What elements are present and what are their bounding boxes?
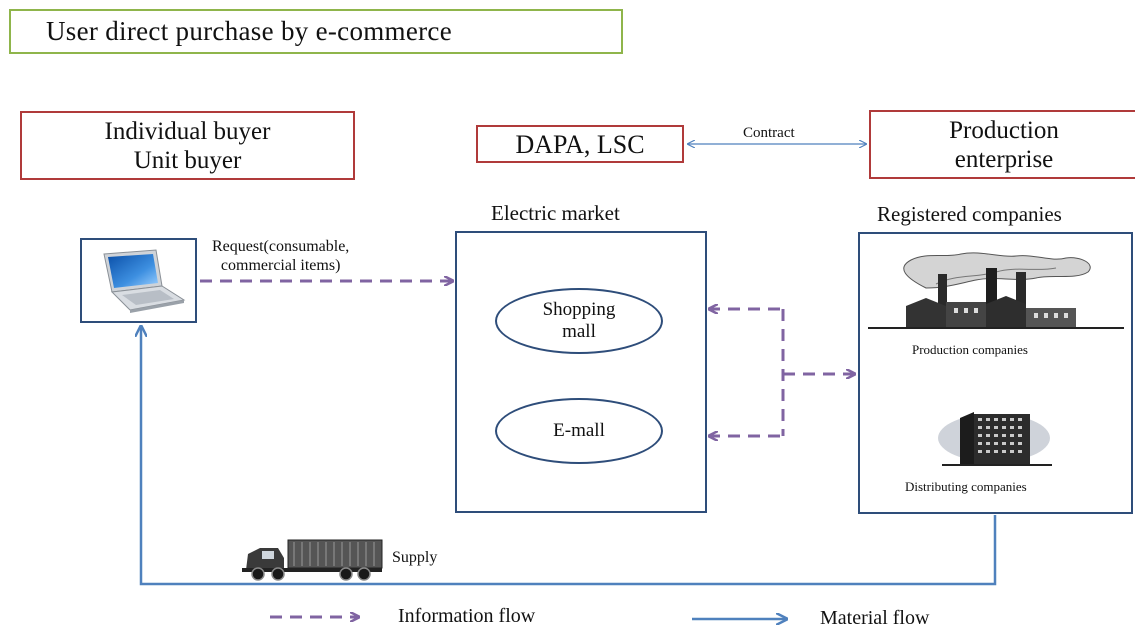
buyer-laptop-box: [80, 238, 197, 323]
production-enterprise-line1: Production: [949, 116, 1059, 144]
contract-label: Contract: [743, 125, 795, 141]
supply-material-arrow: [141, 327, 997, 586]
request-line2: commercial items): [220, 257, 341, 274]
legend-information-flow-label: Information flow: [398, 605, 536, 627]
e-mall-node: E-mall: [495, 398, 663, 464]
dapa-box: DAPA, LSC: [476, 125, 684, 163]
buyer-box: Individual buyer Unit buyer: [20, 111, 355, 180]
diagram-title: User direct purchase by e-commerce: [9, 9, 623, 54]
laptop-icon: [103, 249, 186, 313]
electric-market-box: [455, 231, 707, 513]
shopping-mall-line1: Shopping: [542, 299, 616, 320]
supply-label: Supply: [392, 549, 438, 566]
production-enterprise-line2: enterprise: [954, 145, 1054, 173]
shopping-mall-node: Shopping mall: [495, 288, 663, 354]
production-enterprise-box: Production enterprise: [869, 110, 1135, 179]
buyer-line1: Individual buyer: [104, 117, 271, 145]
production-companies-label: Production companies: [912, 342, 1028, 357]
building-icon: [938, 412, 1052, 466]
request-line1: Request(consumable,: [212, 238, 350, 255]
registered-companies-box: [858, 232, 1133, 514]
request-label: Request(consumable, commercial items): [212, 237, 349, 275]
factory-icon: [868, 252, 1124, 329]
truck-icon: [242, 539, 383, 581]
registered-companies-title: Registered companies: [877, 202, 1062, 226]
buyer-line2: Unit buyer: [133, 146, 242, 174]
legend-material-flow-label: Material flow: [820, 607, 930, 629]
electric-market-title: Electric market: [491, 201, 620, 225]
distributing-companies-label: Distributing companies: [905, 479, 1027, 494]
shopping-mall-line2: mall: [562, 321, 596, 342]
